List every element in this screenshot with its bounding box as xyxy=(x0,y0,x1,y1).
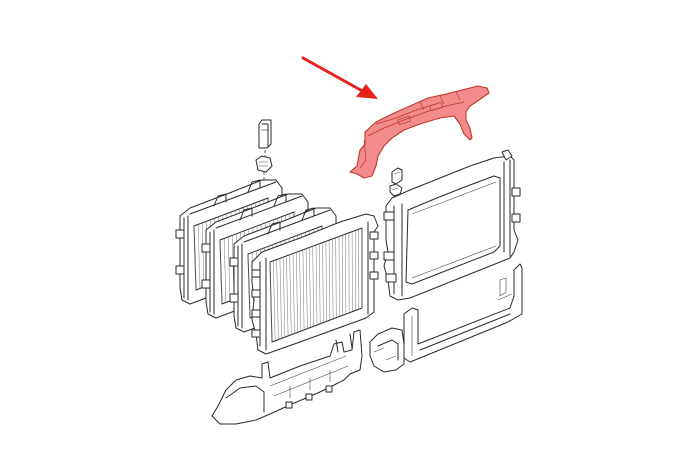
radiator-support-frame[interactable] xyxy=(383,149,521,301)
lower-air-deflector[interactable] xyxy=(211,329,363,425)
radiator-main-core[interactable] xyxy=(251,213,379,355)
upper-mount-bracket[interactable] xyxy=(258,119,272,149)
frame-clip-lower[interactable] xyxy=(389,183,403,197)
lower-support-rail[interactable] xyxy=(403,263,523,363)
frame-clip-upper[interactable] xyxy=(391,167,403,185)
mount-insulator[interactable] xyxy=(255,155,273,173)
radiator-core-stack[interactable] xyxy=(175,179,379,355)
lower-side-bracket[interactable] xyxy=(369,327,405,373)
highlighted-upper-air-baffle[interactable] xyxy=(349,85,490,179)
pointer-arrow-icon xyxy=(301,56,378,99)
